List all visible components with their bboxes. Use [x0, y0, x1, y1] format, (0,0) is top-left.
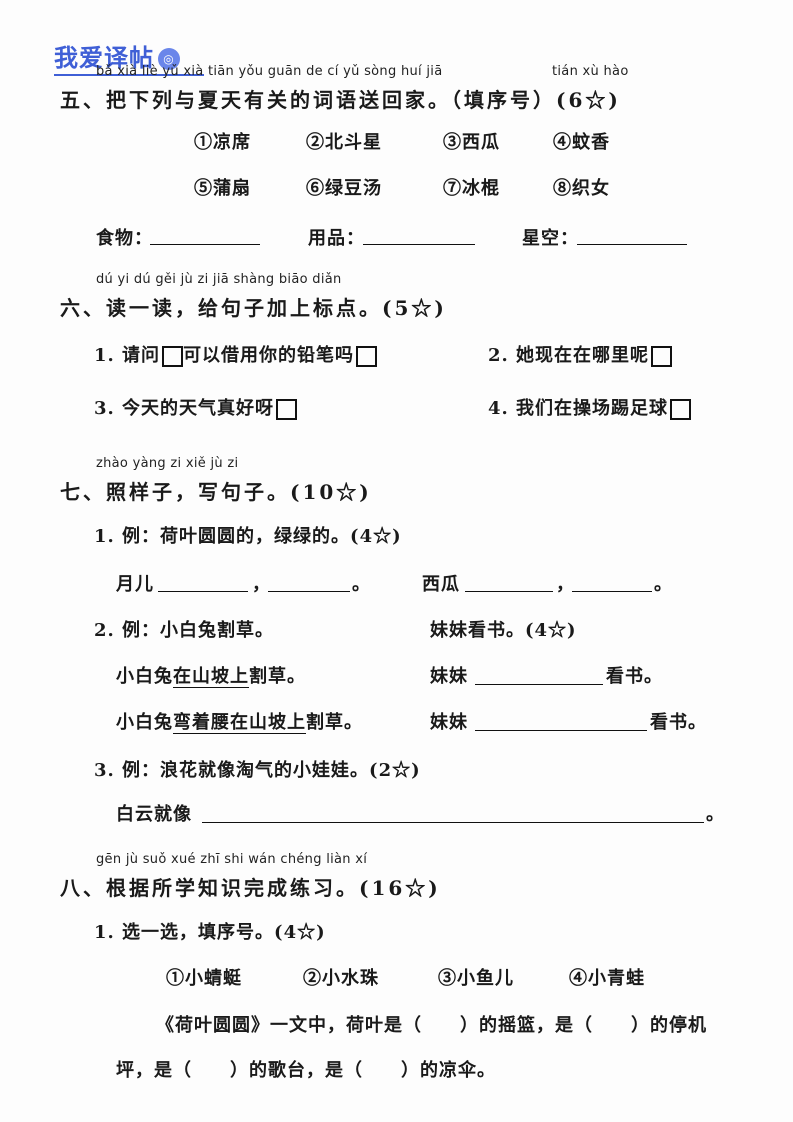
s5-cat-stars: 星空：: [522, 228, 579, 249]
s6-q2-box[interactable]: [651, 345, 673, 367]
s7-ex1-period-1: 。: [352, 574, 371, 595]
s5-item-6: ⑥绿豆汤: [306, 178, 382, 199]
s6-q1: 1. 请问 可以借用你的铅笔吗: [94, 341, 378, 367]
s8-opt-2: ②小水珠: [303, 968, 379, 989]
s6-q2-text: 2. 她现在在哪里呢: [488, 345, 650, 366]
s8-title: 八、根据所学知识完成练习。(16☆): [60, 876, 441, 900]
s7-ex1-comma-1: ，: [252, 574, 271, 595]
s5-item-5: ⑤蒲扇: [194, 178, 251, 199]
s6-q3-box[interactable]: [276, 398, 298, 420]
s7-ex1-blank-3[interactable]: [465, 591, 553, 592]
s7-ex1-moon: 月儿: [116, 574, 154, 595]
s7-ex2-l2-pre: 小白兔: [116, 712, 173, 733]
s7-ex1-blank-2[interactable]: [268, 591, 350, 592]
s6-q1-box-2[interactable]: [356, 345, 378, 367]
s7-ex2-r2-post: 看书。: [650, 712, 707, 733]
s7-ex2-r2-pre: 妹妹: [430, 712, 468, 733]
watermark-underline: [54, 74, 204, 76]
s7-ex1: 1. 例：荷叶圆圆的，绿绿的。(4☆): [94, 526, 402, 547]
s7-ex2-r1-pre: 妹妹: [430, 666, 468, 687]
watermark-badge-icon: ◎: [158, 48, 180, 70]
s6-pinyin: dú yi dú gěi jù zi jiā shàng biāo diǎn: [96, 272, 342, 287]
s7-title: 七、照样子，写句子。(10☆): [60, 480, 372, 504]
s7-ex3-blank[interactable]: [202, 822, 704, 823]
s5-item-1: ①凉席: [194, 132, 251, 153]
s5-pinyin-2: tián xù hào: [552, 64, 629, 79]
s8-passage-line-1: 《荷叶圆圆》一文中，荷叶是（ ）的摇篮，是（ ）的停机: [156, 1015, 707, 1036]
s5-pinyin: bǎ xià liè yǔ xià tiān yǒu guān de cí yǔ…: [96, 64, 443, 79]
s5-title: 五、把下列与夏天有关的词语送回家。（填序号）(6☆): [60, 88, 621, 112]
s6-title: 六、读一读，给句子加上标点。(5☆): [60, 296, 447, 320]
s5-item-8: ⑧织女: [553, 178, 610, 199]
s6-q1-text: 1. 请问: [94, 345, 161, 366]
s8-opt-4: ④小青蛙: [569, 968, 645, 989]
s5-cat-goods: 用品：: [308, 228, 365, 249]
s8-passage-line-2: 坪，是（ ）的歌台，是（ ）的凉伞。: [116, 1060, 496, 1081]
s6-q4: 4. 我们在操场踢足球: [488, 394, 692, 420]
s7-ex2-l1-pre: 小白兔: [116, 666, 173, 687]
s5-item-2: ②北斗星: [306, 132, 382, 153]
s8-opt-1: ①小蜻蜓: [166, 968, 242, 989]
s7-ex1-blank-1[interactable]: [158, 591, 248, 592]
s8-opt-3: ③小鱼儿: [438, 968, 514, 989]
s5-item-4: ④蚊香: [553, 132, 610, 153]
s6-q1-box-1[interactable]: [162, 345, 184, 367]
s5-blank-food[interactable]: [150, 244, 260, 245]
s7-ex1-blank-4[interactable]: [572, 591, 652, 592]
s7-pinyin: zhào yàng zi xiě jù zi: [96, 456, 239, 471]
s5-blank-stars[interactable]: [577, 244, 687, 245]
s7-ex1-comma-2: ，: [556, 574, 575, 595]
s6-q3-text: 3. 今天的天气真好呀: [94, 398, 275, 419]
s5-blank-goods[interactable]: [363, 244, 475, 245]
s6-q3: 3. 今天的天气真好呀: [94, 394, 298, 420]
s7-ex2-l1-underlined: 在山坡上: [173, 666, 249, 688]
s7-ex2: 2. 例：小白兔割草。: [94, 620, 275, 641]
s7-ex1-period-2: 。: [654, 574, 673, 595]
s7-ex2-line1: 小白兔在山坡上割草。: [116, 662, 306, 688]
s7-ex2-line2: 小白兔弯着腰在山坡上割草。: [116, 708, 363, 734]
s8-q1: 1. 选一选，填序号。(4☆): [94, 922, 326, 943]
s5-cat-food: 食物：: [96, 228, 153, 249]
s5-item-3: ③西瓜: [443, 132, 500, 153]
watermark-logo: 我爱译帖◎: [54, 38, 180, 73]
s7-ex2-l2-post: 割草。: [306, 712, 363, 733]
s7-ex3-period: 。: [706, 804, 725, 825]
s7-ex2-l2-underlined: 弯着腰在山坡上: [173, 712, 306, 734]
s7-ex2-l1-post: 割草。: [249, 666, 306, 687]
s7-ex2-right: 妹妹看书。(4☆): [430, 620, 577, 641]
s7-ex1-melon: 西瓜: [422, 574, 460, 595]
s7-ex3: 3. 例：浪花就像淘气的小娃娃。(2☆): [94, 760, 421, 781]
s7-ex2-blank-2[interactable]: [475, 730, 647, 731]
s6-q1-text-b: 可以借用你的铅笔吗: [183, 345, 355, 366]
s7-ex2-blank-1[interactable]: [475, 684, 603, 685]
s7-ex3-cloud: 白云就像: [116, 804, 192, 825]
s6-q4-box[interactable]: [670, 398, 692, 420]
watermark-text: 我爱译帖: [54, 44, 154, 72]
s8-pinyin: gēn jù suǒ xué zhī shi wán chéng liàn xí: [96, 852, 368, 867]
s5-item-7: ⑦冰棍: [443, 178, 500, 199]
s6-q4-text: 4. 我们在操场踢足球: [488, 398, 669, 419]
s7-ex2-r1-post: 看书。: [606, 666, 663, 687]
s6-q2: 2. 她现在在哪里呢: [488, 341, 673, 367]
